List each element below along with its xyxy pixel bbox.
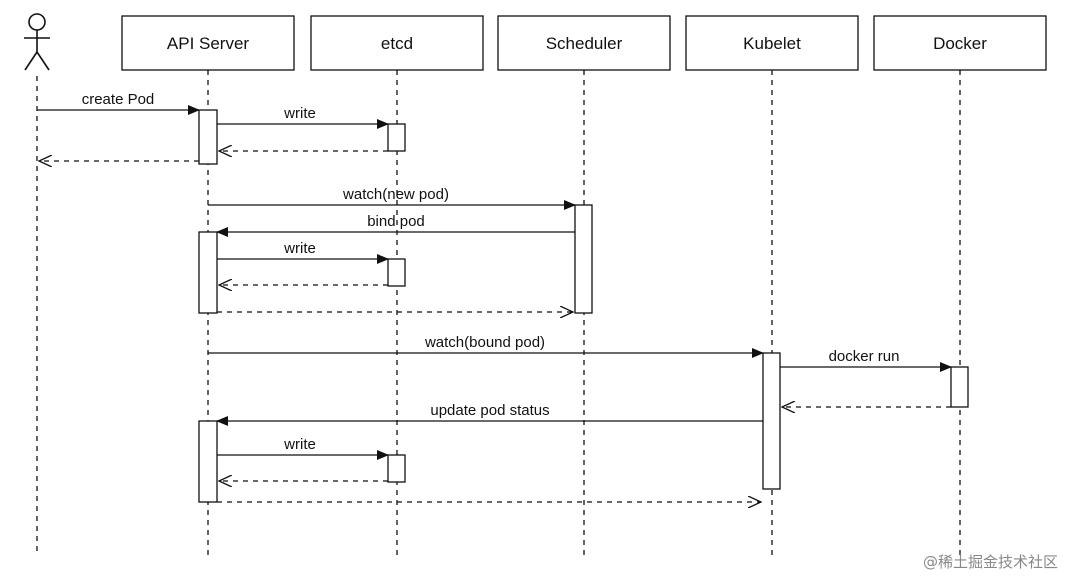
label-write-1: write [283,105,316,122]
label-write-3: write [283,436,316,453]
participant-docker: Docker [873,15,1047,71]
label-bind-pod: bind pod [367,213,425,230]
participant-kubelet-label: Kubelet [743,34,801,53]
participant-scheduler-label: Scheduler [546,34,623,53]
label-watch-new-pod: watch(new pod) [342,186,449,203]
watermark: @稀土掘金技术社区 [923,553,1058,571]
participant-api-server: API Server [121,15,295,71]
participant-etcd-label: etcd [381,34,413,53]
participant-etcd: etcd [310,15,484,71]
activation-api-3 [198,420,218,503]
participant-api-server-label: API Server [167,34,250,53]
label-create-pod: create Pod [82,91,155,108]
participant-kubelet: Kubelet [685,15,859,71]
participant-scheduler: Scheduler [497,15,671,71]
label-update-pod-status: update pod status [430,402,549,419]
activation-docker-1 [950,366,969,408]
activation-kubelet-1 [762,352,781,490]
activation-api-1 [198,109,218,165]
label-docker-run: docker run [829,348,900,365]
activation-etcd-2 [387,258,406,287]
actor-icon [24,13,50,71]
activation-scheduler-1 [574,204,593,314]
participant-docker-label: Docker [933,34,987,53]
label-watch-bound-pod: watch(bound pod) [424,334,545,351]
activation-etcd-3 [387,454,406,483]
activation-api-2 [198,231,218,314]
activation-etcd-1 [387,123,406,152]
label-write-2: write [283,240,316,257]
